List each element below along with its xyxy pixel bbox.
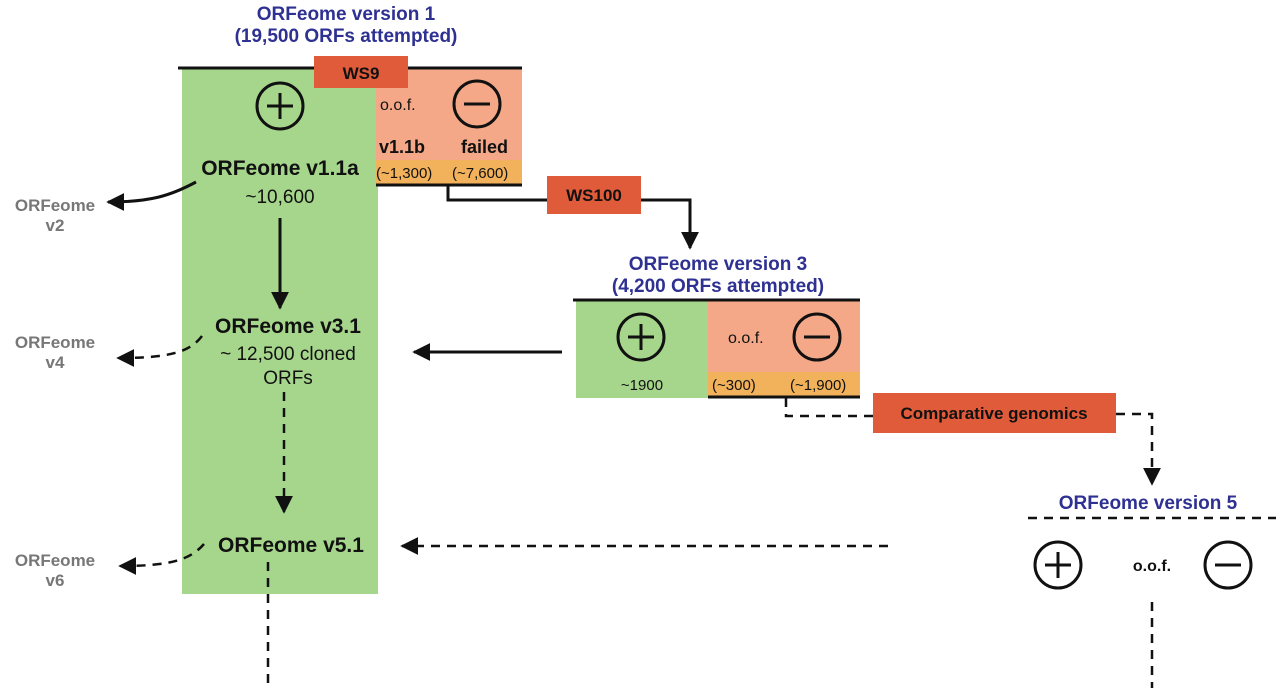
version3-plus-count: ~1900 bbox=[621, 377, 663, 394]
version5-title: ORFeome version 5 bbox=[1059, 493, 1238, 514]
v31-count-line1: ~ 12,500 cloned bbox=[220, 344, 356, 365]
version5-oof: o.o.f. bbox=[1133, 558, 1171, 575]
plus-circle-icon bbox=[255, 81, 305, 131]
arrow-to-v6 bbox=[118, 543, 205, 575]
version1-title: ORFeome version 1 bbox=[257, 4, 436, 25]
comparative-box bbox=[873, 393, 1116, 433]
v6-line2: v6 bbox=[46, 571, 65, 590]
version3-minus-box bbox=[708, 300, 860, 374]
version1-subtitle: (19,500 ORFs attempted) bbox=[235, 26, 458, 47]
v11a-label: ORFeome v1.1a bbox=[201, 157, 359, 180]
v11b-count: (~1,300) bbox=[376, 165, 432, 182]
ws9-label: WS9 bbox=[343, 64, 380, 83]
v4-line2: v4 bbox=[46, 353, 65, 372]
v11a-count: ~10,600 bbox=[245, 187, 314, 208]
version3-count-strip bbox=[708, 372, 860, 396]
v31-label: ORFeome v3.1 bbox=[215, 315, 361, 338]
v4-line1: ORFeome bbox=[15, 333, 95, 352]
version3-oof-count: (~300) bbox=[712, 377, 756, 394]
minus-circle-icon bbox=[1203, 540, 1253, 590]
ws100-box bbox=[547, 176, 641, 214]
failed-label: failed bbox=[461, 137, 508, 157]
v2-line1: ORFeome bbox=[15, 196, 95, 215]
arrow-to-v4 bbox=[116, 335, 203, 367]
version3-minus-count: (~1,900) bbox=[790, 377, 846, 394]
version1-oof: o.o.f. bbox=[380, 97, 416, 114]
minus-circle-icon bbox=[792, 312, 842, 362]
version1-count-strip bbox=[376, 160, 522, 185]
v51-label: ORFeome v5.1 bbox=[218, 534, 364, 557]
ws100-label: WS100 bbox=[566, 186, 622, 205]
minus-circle-icon bbox=[452, 79, 502, 129]
v31-count-line2: ORFs bbox=[263, 368, 313, 389]
version3-title: ORFeome version 3 bbox=[629, 254, 807, 275]
arrow-to-version5 bbox=[1116, 412, 1161, 486]
plus-circle-icon bbox=[1033, 540, 1083, 590]
failed-count: (~7,600) bbox=[452, 165, 508, 182]
comparative-label: Comparative genomics bbox=[900, 404, 1087, 423]
arrow-to-v2 bbox=[106, 180, 197, 211]
version3-subtitle: (4,200 ORFs attempted) bbox=[612, 276, 824, 297]
comparative-connector-left bbox=[784, 398, 876, 418]
v11b-label: v1.1b bbox=[379, 137, 425, 157]
ws9-box bbox=[314, 56, 408, 88]
version3-oof: o.o.f. bbox=[728, 330, 764, 347]
plus-circle-icon bbox=[616, 312, 666, 362]
v6-line1: ORFeome bbox=[15, 551, 95, 570]
v2-line2: v2 bbox=[46, 216, 65, 235]
